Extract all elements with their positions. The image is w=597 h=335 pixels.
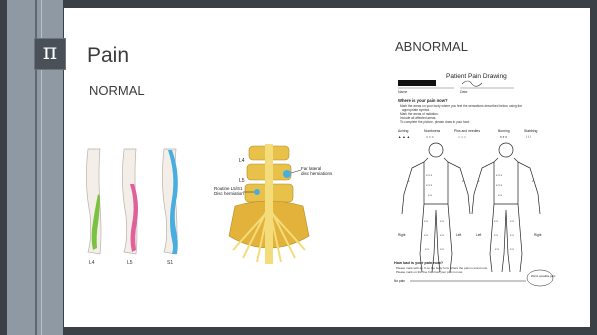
form-title: Patient Pain Drawing <box>446 73 507 80</box>
leg-s1 <box>162 149 177 254</box>
svg-text:x x x: x x x <box>426 183 433 187</box>
slide-title: Pain <box>87 44 129 68</box>
spine-label-l4: L4 <box>239 158 245 164</box>
side-label: Right <box>534 233 542 237</box>
spine-label-l5: L5 <box>239 178 245 184</box>
scale-left-label: No pain <box>394 279 405 283</box>
patient-pain-drawing-form: Patient Pain Drawing Name Date Where is … <box>384 64 559 294</box>
symbol-label: Burning <box>498 129 510 133</box>
side-label: Right <box>398 233 406 237</box>
symbol-mark: x x x <box>500 135 507 139</box>
side-label: Left <box>456 233 461 237</box>
svg-text:x x: x x <box>494 219 498 223</box>
svg-text:x x: x x <box>510 247 514 251</box>
scale-right-label: Worst possible pain <box>531 274 556 278</box>
redacted-name <box>398 80 436 86</box>
date-field-label: Date <box>460 90 467 94</box>
svg-text:x x: x x <box>440 219 444 223</box>
svg-text:x x: x x <box>510 233 514 237</box>
svg-text:x x: x x <box>440 247 444 251</box>
leg-l5 <box>122 149 138 254</box>
dermatome-legs-illustration: L4 L5 S1 <box>80 144 190 269</box>
svg-text:x x x: x x x <box>496 173 503 177</box>
svg-text:x x: x x <box>494 233 498 237</box>
svg-text:x x: x x <box>495 247 499 251</box>
symbol-mark: = = = <box>426 135 434 139</box>
dermatome-label: S1 <box>167 260 173 266</box>
instruction-line: To complete the picture, please draw in … <box>400 120 470 124</box>
dermatome-label: L5 <box>127 260 133 266</box>
svg-text:x x: x x <box>440 233 444 237</box>
symbol-label: Numbness <box>424 129 441 133</box>
normal-label: NORMAL <box>89 83 145 98</box>
svg-text:x x x: x x x <box>496 183 503 187</box>
svg-text:x x: x x <box>425 247 429 251</box>
pi-icon: π <box>34 38 66 70</box>
side-label: Left <box>476 233 481 237</box>
svg-text:x x x: x x x <box>426 173 433 177</box>
name-field-label: Name <box>398 90 407 94</box>
svg-text:x x: x x <box>424 233 428 237</box>
symbol-label: Pins and needles <box>454 129 480 133</box>
svg-text:x x: x x <box>428 193 432 197</box>
svg-text:x x: x x <box>510 219 514 223</box>
symbol-mark: ○ ○ ○ <box>458 135 466 139</box>
leg-l4 <box>86 149 101 254</box>
question-1: Where is your pain now? <box>398 98 448 103</box>
symbol-mark: ▲ ▲ ▲ <box>398 135 410 139</box>
symbol-mark: / / / <box>526 135 531 139</box>
symbol-label: Aching <box>398 129 408 133</box>
svg-text:x x: x x <box>498 193 502 197</box>
dermatome-label: L4 <box>89 260 95 266</box>
abnormal-label: ABNORMAL <box>395 39 468 54</box>
question-2: How bad is your pain now? <box>394 261 444 265</box>
symbol-label: Stabbing <box>524 129 537 133</box>
question-2-line: Please mark on the line how bad your pai… <box>396 270 463 274</box>
svg-text:x x: x x <box>424 219 428 223</box>
